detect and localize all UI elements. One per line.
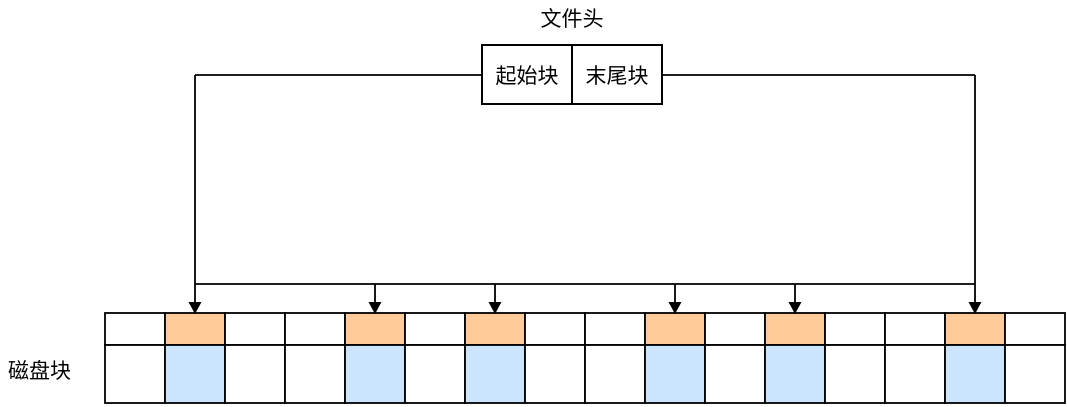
disk-block-pointer-cell: [104, 312, 166, 346]
disk-block-data-cell-allocated: [944, 344, 1006, 404]
disk-block-pointer-cell: [284, 312, 346, 346]
disk-block-data-cell: [704, 344, 766, 404]
arrowhead-icon: [668, 302, 682, 314]
disk-block-data-cell: [524, 344, 586, 404]
arrowhead-icon: [488, 302, 502, 314]
disk-block-pointer-cell: [224, 312, 286, 346]
disk-block-pointer-cell: [704, 312, 766, 346]
disk-block-pointer-cell-allocated: [344, 312, 406, 346]
disk-block-pointer-cell: [884, 312, 946, 346]
file-header-box: 起始块 末尾块: [481, 44, 663, 105]
file-header-title: 文件头: [540, 8, 604, 31]
arrowhead-icon: [788, 302, 802, 314]
start-block-cell: 起始块: [483, 46, 573, 103]
disk-block-pointer-cell-allocated: [944, 312, 1006, 346]
disk-block-pointer-cell: [824, 312, 886, 346]
disk-block-pointer-cell-allocated: [464, 312, 526, 346]
disk-block-data-cell: [104, 344, 166, 404]
end-block-cell: 末尾块: [585, 64, 649, 88]
disk-block-pointer-cell: [584, 312, 646, 346]
disk-block-pointer-cell-allocated: [764, 312, 826, 346]
arrowhead-icon: [368, 302, 382, 314]
disk-block-data-cell-allocated: [164, 344, 226, 404]
disk-block-data-cell-allocated: [344, 344, 406, 404]
disk-block-data-cell: [284, 344, 346, 404]
disk-block-data-cell: [404, 344, 466, 404]
disk-block-pointer-cell: [404, 312, 466, 346]
disk-block-pointer-cell-allocated: [644, 312, 706, 346]
disk-block-data-cell-allocated: [644, 344, 706, 404]
disk-block-pointer-cell: [1004, 312, 1066, 346]
disk-block-data-cell: [824, 344, 886, 404]
disk-block-data-cell-allocated: [464, 344, 526, 404]
disk-block-data-cell: [884, 344, 946, 404]
disk-block-data-cell: [224, 344, 286, 404]
arrowhead-icon: [188, 302, 202, 314]
disk-block-data-cell: [1004, 344, 1066, 404]
arrowhead-icon: [968, 302, 982, 314]
disk-block-pointer-cell: [524, 312, 586, 346]
disk-block-pointer-cell-allocated: [164, 312, 226, 346]
disk-block-data-cell: [584, 344, 646, 404]
disk-blocks-label: 磁盘块: [8, 360, 71, 383]
disk-block-data-cell-allocated: [764, 344, 826, 404]
